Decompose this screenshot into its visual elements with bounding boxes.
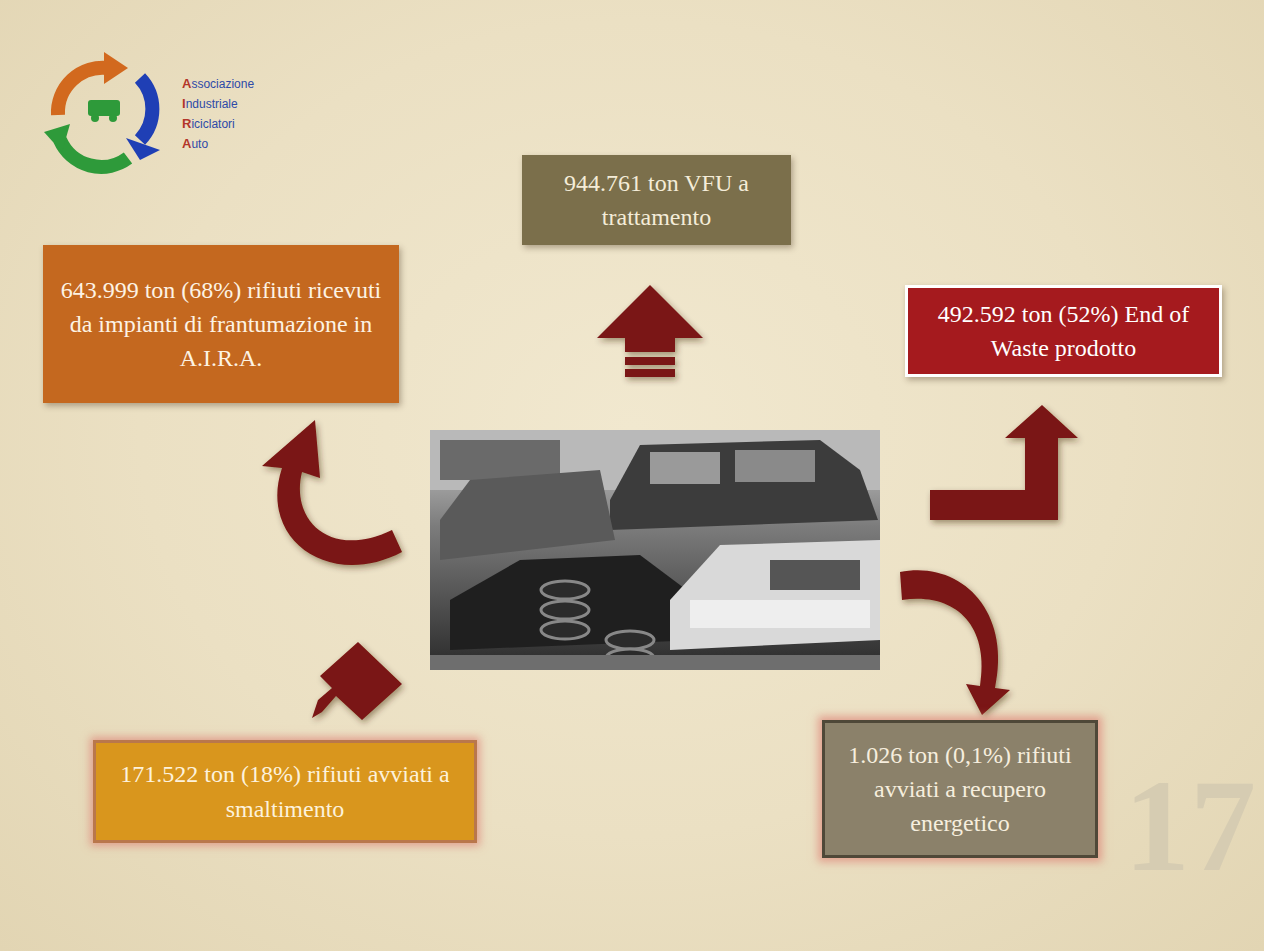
car-photo — [430, 430, 880, 670]
flow-box: 171.522 ton (18%) rifiuti avviati a smal… — [93, 740, 477, 843]
box-text: 643.999 ton (68%) rifiuti ricevuti da im… — [57, 273, 385, 375]
box-text: 1.026 ton (0,1%) rifiuti avviati a recup… — [839, 738, 1081, 840]
logo-symbol — [44, 52, 160, 167]
box-text: 944.761 ton VFU a trattamento — [536, 166, 777, 234]
logo-text: Industriale — [182, 96, 238, 112]
page-number: 17 — [1124, 760, 1256, 892]
logo-text: Associazione — [182, 76, 254, 92]
flow-box: 1.026 ton (0,1%) rifiuti avviati a recup… — [822, 720, 1098, 858]
logo-text: Riciclatori — [182, 116, 235, 132]
flow-box: 944.761 ton VFU a trattamento — [522, 155, 791, 245]
logo-text: Auto — [182, 136, 208, 152]
flow-box: 492.592 ton (52%) End of Waste prodotto — [905, 285, 1222, 377]
flow-box: 643.999 ton (68%) rifiuti ricevuti da im… — [43, 245, 399, 403]
box-text: 492.592 ton (52%) End of Waste prodotto — [922, 297, 1205, 365]
box-text: 171.522 ton (18%) rifiuti avviati a smal… — [110, 757, 460, 825]
